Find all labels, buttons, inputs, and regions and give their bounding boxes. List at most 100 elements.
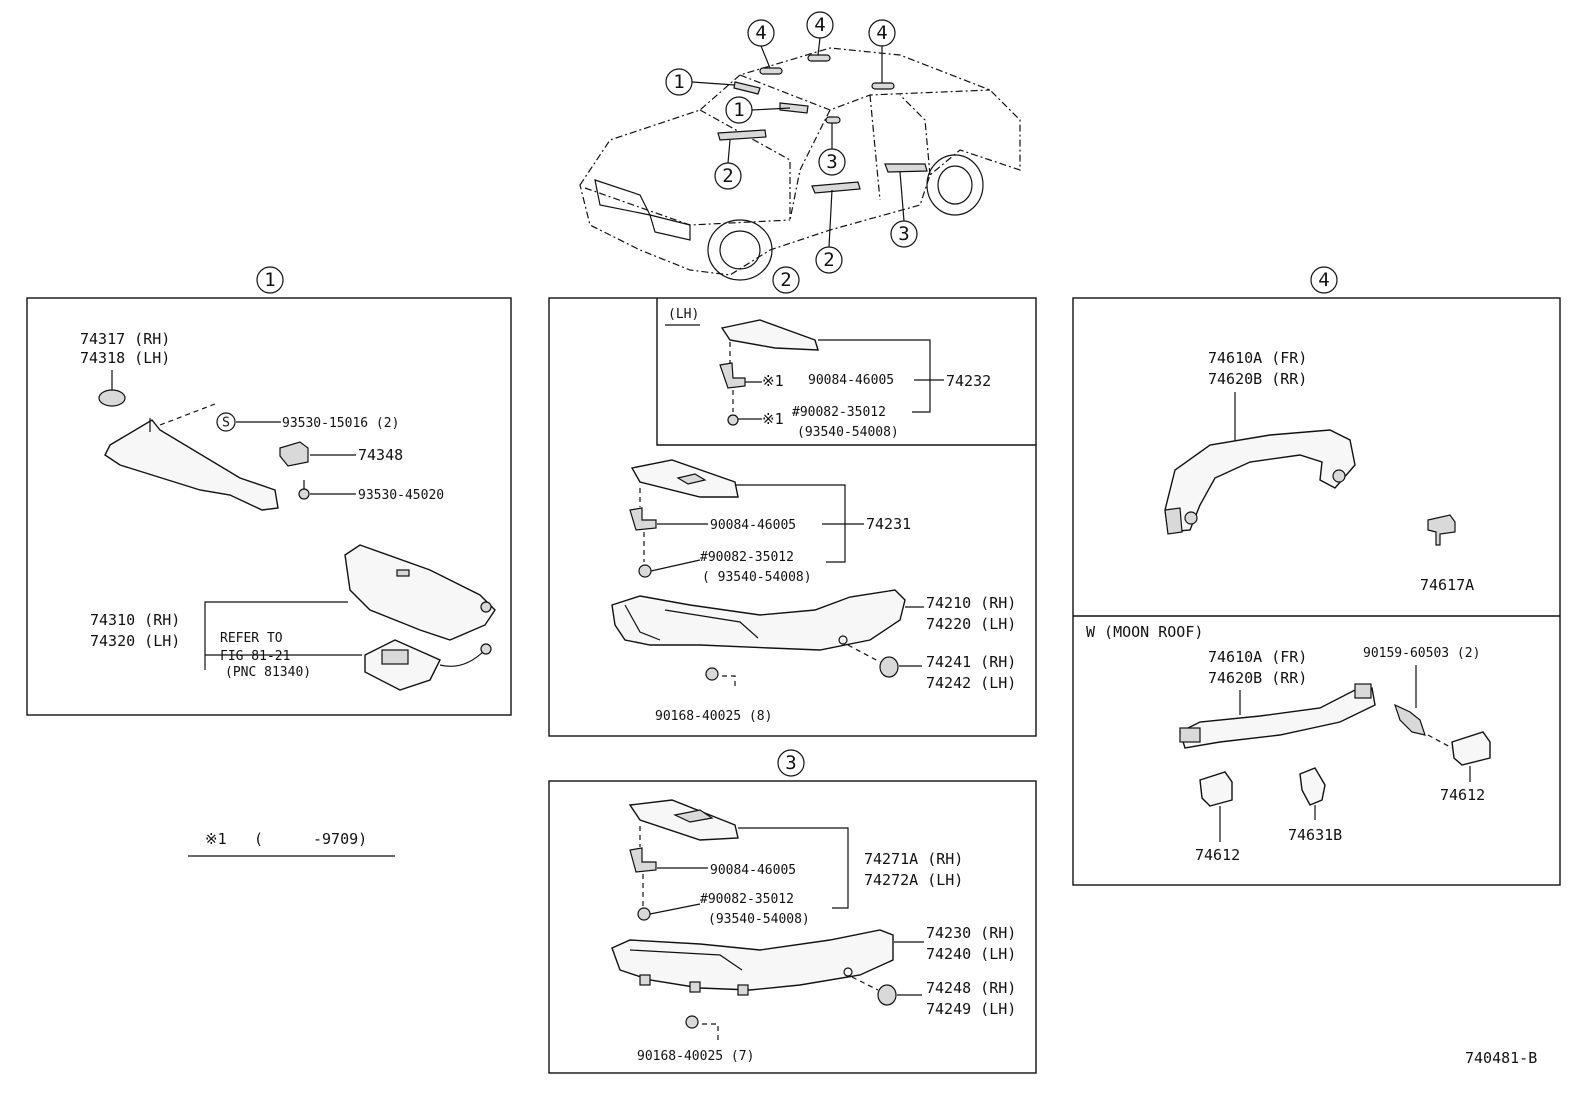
clip-74631b <box>1299 767 1326 806</box>
svg-text:2: 2 <box>823 249 834 271</box>
label-90084-46005-a: 90084-46005 <box>808 373 894 388</box>
label-90084-46005-b: 90084-46005 <box>710 518 796 533</box>
visor-holder <box>98 389 126 407</box>
label-74631b: 74631B <box>1288 826 1342 844</box>
label-74271a: 74271A (RH) <box>864 850 963 868</box>
sun-visor-lower <box>344 544 496 641</box>
screw-93530-45020 <box>298 488 310 500</box>
label-74610a: 74610A (FR) <box>1208 349 1307 367</box>
svg-text:1: 1 <box>733 99 744 121</box>
note-1-a: ※1 <box>762 372 784 390</box>
label-74249: 74249 (LH) <box>926 1000 1016 1018</box>
label-74318: 74318 (LH) <box>80 349 170 367</box>
section-3-frame <box>548 780 1037 1074</box>
label-74232: 74232 <box>946 372 991 390</box>
section-3-assist-grip-rear: 3 90084-46005 74271A (RH) 74272A (LH) #9… <box>548 749 1037 1074</box>
svg-text:S: S <box>222 416 230 431</box>
section-2-callout: 2 <box>772 266 800 294</box>
label-74220: 74220 (LH) <box>926 615 1016 633</box>
svg-text:3: 3 <box>785 752 796 774</box>
svg-text:2: 2 <box>722 165 733 187</box>
cap-74612-left <box>1199 771 1233 807</box>
label-90159-60503: 90159-60503 (2) <box>1363 646 1480 661</box>
screw-90168-rear <box>685 1015 699 1029</box>
overview-callout-3a: 3 <box>818 148 846 176</box>
label-90082-35012-c: #90082-35012 <box>700 892 794 907</box>
label-93530-15016: 93530-15016 (2) <box>282 416 399 431</box>
label-74248: 74248 (RH) <box>926 979 1016 997</box>
label-93540-54008-c: (93540-54008) <box>708 912 810 927</box>
label-74242: 74242 (LH) <box>926 674 1016 692</box>
label-74612-left: 74612 <box>1195 846 1240 864</box>
bolt-90159 <box>1393 703 1426 736</box>
overview-callout-2b: 2 <box>815 246 843 274</box>
screw-rear <box>637 907 651 921</box>
svg-text:4: 4 <box>1318 269 1329 291</box>
section-1-frame <box>26 297 512 716</box>
assist-grip-rear <box>611 929 894 991</box>
label-refer-to: REFER TO <box>220 631 283 646</box>
roof-assist-grip <box>1164 429 1356 533</box>
overview-callout-2a: 2 <box>714 162 742 190</box>
svg-text:3: 3 <box>826 151 837 173</box>
label-74620b-moon: 74620B (RR) <box>1208 669 1307 687</box>
clip-rear <box>629 847 657 873</box>
label-74348: 74348 <box>358 446 403 464</box>
vanity-mirror <box>364 639 441 691</box>
label-90082-35012-b: #90082-35012 <box>700 550 794 565</box>
overview-callout-4c: 4 <box>868 19 896 47</box>
footnote-paren: ( <box>254 830 263 848</box>
section-4-frame <box>1072 297 1561 886</box>
grip-cover-rear <box>628 799 739 841</box>
grip-cap-rear <box>877 984 897 1006</box>
sun-visor-upper <box>104 419 279 511</box>
label-93540-54008-b: ( 93540-54008) <box>702 570 812 585</box>
label-74210: 74210 (RH) <box>926 594 1016 612</box>
svg-text:3: 3 <box>898 223 909 245</box>
label-74317: 74317 (RH) <box>80 330 170 348</box>
screw-mark-s: S <box>216 412 236 432</box>
label-90168-40025-8: 90168-40025 (8) <box>655 709 772 724</box>
label-93540-54008-a: (93540-54008) <box>797 425 899 440</box>
label-lh: (LH) <box>668 307 699 322</box>
clip-front <box>629 507 657 531</box>
label-moon-roof: W (MOON ROOF) <box>1086 623 1203 641</box>
label-74241: 74241 (RH) <box>926 653 1016 671</box>
overview-callout-4b: 4 <box>806 11 834 39</box>
footnote-mark: ※1 <box>205 830 227 848</box>
grip-cap-front <box>879 656 899 678</box>
label-74617a: 74617A <box>1420 576 1474 594</box>
clip-lh <box>719 362 746 389</box>
screw-front <box>638 564 652 578</box>
section-1-sun-visor: 1 74317 (RH) 74318 (LH) S 93530-15016 (2… <box>26 266 512 716</box>
label-74230: 74230 (RH) <box>926 924 1016 942</box>
label-fig-81-21: FIG 81-21 <box>220 649 290 664</box>
overview-callout-3b: 3 <box>890 220 918 248</box>
car-overview: 4 4 4 1 1 3 2 2 3 <box>579 11 1021 281</box>
label-74240: 74240 (LH) <box>926 945 1016 963</box>
label-74310: 74310 (RH) <box>90 611 180 629</box>
label-74610a-moon: 74610A (FR) <box>1208 648 1307 666</box>
section-3-callout: 3 <box>777 749 805 777</box>
label-74620b: 74620B (RR) <box>1208 370 1307 388</box>
svg-text:1: 1 <box>264 269 275 291</box>
moon-roof-assist-grip <box>1179 687 1376 749</box>
label-74612-right: 74612 <box>1440 786 1485 804</box>
section-2-assist-grip-front: 2 (LH) ※1 90084-46005 74232 ※1 #90082-35… <box>548 266 1037 737</box>
visor-bracket-74348 <box>279 441 309 467</box>
cap-74612-right <box>1451 731 1491 766</box>
section-4-roof-grip: 4 74610A (FR) 74620B (RR) 74617A W (MOON… <box>1072 266 1561 886</box>
footnote: ※1 ( -9709) <box>188 830 395 857</box>
screw-lh <box>727 414 739 426</box>
footnote-range: -9709) <box>313 830 367 848</box>
svg-text:2: 2 <box>780 269 791 291</box>
section-1-callout: 1 <box>256 266 284 294</box>
label-74320: 74320 (LH) <box>90 632 180 650</box>
svg-text:1: 1 <box>673 71 684 93</box>
label-90168-40025-7: 90168-40025 (7) <box>637 1049 754 1064</box>
svg-text:4: 4 <box>876 22 887 44</box>
section-4-callout: 4 <box>1310 266 1338 294</box>
grip-clip-74617a <box>1427 514 1456 546</box>
grip-cover-lh <box>720 319 819 351</box>
